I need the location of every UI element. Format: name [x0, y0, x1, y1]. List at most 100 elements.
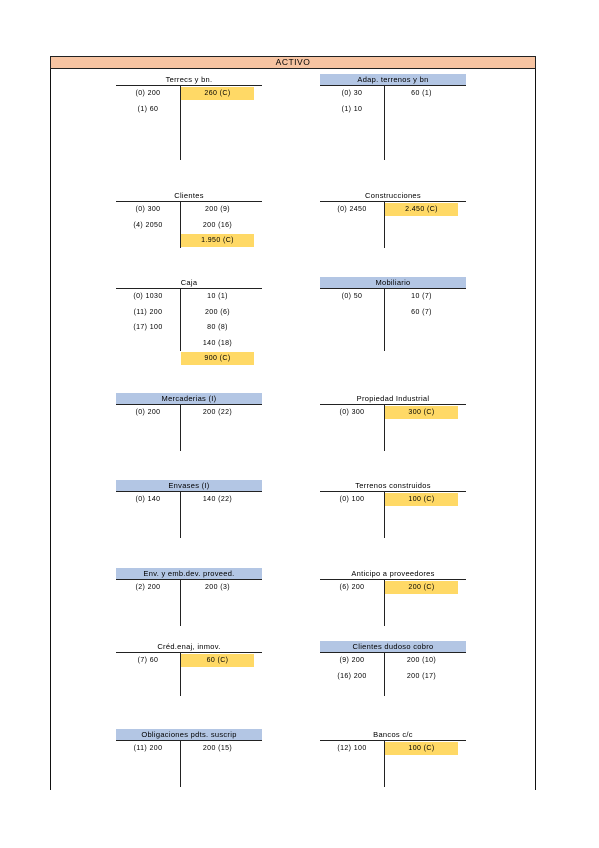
- ledger-row: (6) 200 200 (C): [320, 580, 466, 596]
- t-account: Terrenos construidos (0) 100 100 (C): [320, 480, 466, 538]
- t-account-divider: [180, 653, 181, 696]
- t-account-divider: [180, 86, 181, 160]
- ledger-row: (0) 2450 2.450 (C): [320, 202, 466, 218]
- ledger-row: (11) 200 200 (6): [116, 305, 262, 321]
- ledger-row: 140 (18): [116, 336, 262, 352]
- balance-entry: 60 (C): [181, 654, 254, 667]
- account-title: Anticipo a proveedores: [320, 568, 466, 580]
- balance-entry: 900 (C): [181, 352, 254, 365]
- ledger-row: (0) 1030 10 (1): [116, 289, 262, 305]
- debit-entry: (12) 100: [337, 745, 367, 752]
- account-title: Construcciones: [320, 190, 466, 202]
- credit-entry: [385, 103, 458, 116]
- t-account-divider: [384, 741, 385, 787]
- account-title: Caja: [116, 277, 262, 289]
- account-body: (2) 200 200 (3): [116, 580, 262, 626]
- debit-entry: (0) 1030: [133, 293, 163, 300]
- debit-entry: (2) 200: [135, 584, 161, 591]
- t-account-divider: [180, 741, 181, 787]
- ledger-row: 1.950 (C): [116, 233, 262, 249]
- debit-entry: (0) 300: [339, 409, 365, 416]
- debit-entry: (0) 200: [135, 90, 161, 97]
- t-account-divider: [384, 492, 385, 538]
- ledger-row: (1) 10: [320, 102, 466, 118]
- credit-entry: 200 (3): [205, 584, 230, 591]
- account-body: (12) 100 100 (C): [320, 741, 466, 787]
- debit-entry: (11) 200: [133, 308, 163, 316]
- t-account-divider: [180, 492, 181, 538]
- account-title: Terrenos construidos: [320, 480, 466, 492]
- account-body: (0) 2450 2.450 (C): [320, 202, 466, 248]
- debit-entry: (9) 200: [339, 657, 365, 664]
- debit-entry: [116, 337, 180, 350]
- balance-entry: 200 (C): [385, 581, 458, 594]
- ledger-row: (7) 60 60 (C): [116, 653, 262, 669]
- ledger-row: (0) 200 260 (C): [116, 86, 262, 102]
- credit-entry: 200 (6): [205, 308, 230, 316]
- balance-entry: 260 (C): [181, 87, 254, 100]
- ledger-row: (12) 100 100 (C): [320, 741, 466, 757]
- debit-entry: (1) 60: [137, 105, 159, 113]
- sheet-frame: [50, 56, 536, 790]
- ledger-row: 900 (C): [116, 351, 262, 367]
- balance-entry: 2.450 (C): [385, 203, 458, 216]
- credit-entry: 200 (9): [205, 206, 230, 213]
- account-body: (0) 200 260 (C) (1) 60: [116, 86, 262, 160]
- balance-entry: 100 (C): [385, 493, 458, 506]
- credit-entry: 200 (10): [406, 657, 437, 664]
- account-title: Créd.enaj, inmov.: [116, 641, 262, 653]
- credit-entry: 140 (22): [202, 496, 233, 503]
- credit-entry: 10 (7): [411, 293, 432, 300]
- account-title: Adap. terrenos y bn: [320, 74, 466, 86]
- balance-entry: 1.950 (C): [181, 234, 254, 247]
- credit-entry: [181, 103, 254, 116]
- ledger-row: (0) 100 100 (C): [320, 492, 466, 508]
- t-account: Construcciones (0) 2450 2.450 (C): [320, 190, 466, 248]
- credit-entry: 10 (1): [207, 293, 228, 300]
- t-account-divider: [384, 86, 385, 160]
- balance-entry: 300 (C): [385, 406, 458, 419]
- t-account-divider: [180, 580, 181, 626]
- balance-entry: 100 (C): [385, 742, 458, 755]
- credit-entry: 80 (8): [207, 324, 228, 331]
- t-account-divider: [384, 202, 385, 248]
- debit-entry: (6) 200: [339, 584, 365, 591]
- account-title: Clientes: [116, 190, 262, 202]
- debit-entry: (17) 100: [133, 324, 163, 331]
- debit-entry: [320, 306, 384, 319]
- t-account: Clientes dudoso cobro (9) 200 200 (10) (16)…: [320, 641, 466, 696]
- credit-entry: 200 (22): [202, 409, 233, 416]
- t-account-divider: [384, 580, 385, 626]
- debit-entry: (0) 30: [341, 90, 363, 97]
- account-body: (0) 100 100 (C): [320, 492, 466, 538]
- t-account-divider: [384, 405, 385, 451]
- debit-entry: (0) 100: [339, 496, 365, 503]
- account-body: (0) 1030 10 (1) (11) 200 200 (6) (17) 100 80 …: [116, 289, 262, 367]
- debit-entry: (1) 10: [341, 105, 363, 113]
- debit-entry: (7) 60: [137, 657, 159, 664]
- debit-entry: [116, 352, 180, 365]
- account-title: Clientes dudoso cobro: [320, 641, 466, 653]
- account-title: Propiedad Industrial: [320, 393, 466, 405]
- debit-entry: (0) 2450: [337, 206, 367, 213]
- debit-entry: [116, 234, 180, 247]
- debit-entry: (0) 50: [341, 293, 363, 300]
- account-title: Envases (I): [116, 480, 262, 492]
- ledger-row: (0) 300 300 (C): [320, 405, 466, 421]
- credit-entry: 140 (18): [202, 339, 233, 347]
